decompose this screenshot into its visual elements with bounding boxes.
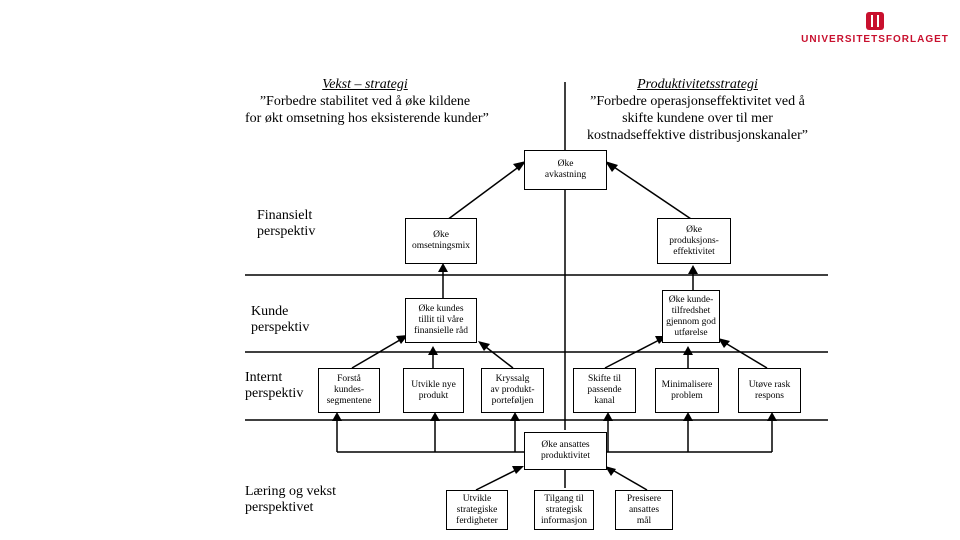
box-customer-satisfaction: Øke kunde- tilfredshet gjennom god utfør… — [662, 290, 720, 343]
arrow-goals-empprod — [608, 467, 648, 491]
box-text: informasjon — [541, 515, 587, 526]
box-employee-productivity: Øke ansattes produktivitet — [524, 432, 607, 470]
universitetsforlaget-logo-icon — [866, 12, 884, 30]
box-text: effektivitet — [673, 246, 715, 257]
publisher-logo: UNIVERSITETSFORLAGET — [800, 12, 950, 45]
internal-perspective-line1: Internt — [245, 370, 283, 385]
box-text: Øke ansattes — [541, 440, 590, 450]
productivity-strategy-line1: ”Forbedre operasjonseffektivitet ved å — [590, 94, 805, 109]
productivity-strategy-title: Produktivitetsstrategi — [637, 77, 758, 92]
box-text: ansattes — [628, 504, 660, 515]
learning-perspective-line1: Læring og vekst — [245, 484, 336, 499]
internal-perspective-line2: perspektiv — [245, 386, 304, 401]
box-text: Utøve rask — [748, 379, 791, 390]
box-text: kundes- — [333, 385, 365, 395]
growth-strategy-line2: for økt omsetning hos eksisterende kunde… — [245, 111, 489, 126]
box-minimize-problem: Minimalisere problem — [655, 368, 719, 413]
box-employee-goals: Presisere ansattes mål — [615, 490, 673, 530]
box-production-efficiency: Øke produksjons- effektivitet — [657, 218, 731, 264]
box-strategic-skills: Utvikle strategiske ferdigheter — [446, 490, 508, 530]
box-text: kanal — [594, 396, 615, 406]
brand-name: UNIVERSITETSFORLAGET — [801, 34, 949, 45]
box-customer-trust: Øke kundes tillit til våre finansielle r… — [405, 298, 477, 343]
customer-perspective-line1: Kunde — [251, 304, 289, 319]
productivity-strategy-line3: kostnadseffektive distribusjonskanaler” — [587, 128, 808, 143]
box-new-product: Utvikle nye produkt — [403, 368, 464, 413]
box-text: strategiske — [456, 504, 498, 515]
box-text: produkt — [418, 390, 449, 401]
learning-perspective-line2: perspektivet — [245, 500, 314, 515]
box-text: Øke — [433, 230, 449, 240]
financial-perspective-line1: Finansielt — [257, 208, 313, 223]
box-revenue-mix: Øke omsetningsmix — [405, 218, 477, 264]
growth-strategy: Vekst – strategi ”Forbedre stabilitet ve… — [245, 76, 489, 127]
box-cross-selling: Kryssalg av produkt- porteføljen — [481, 368, 544, 413]
box-text: Øke — [686, 224, 702, 235]
arrow-response-satisfaction — [721, 340, 768, 369]
box-text: Forstå — [337, 374, 361, 384]
box-understand-segments: Forstå kundes- segmentene — [318, 368, 380, 413]
internal-perspective-label: Internt perspektiv — [245, 370, 303, 402]
box-text: av produkt- — [490, 385, 535, 395]
arrow-channel-satisfaction — [604, 337, 664, 369]
box-text: gjennom god — [666, 316, 716, 327]
box-strategic-information: Tilgang til strategisk informasjon — [534, 490, 594, 530]
box-text: produksjons- — [669, 235, 719, 246]
box-text: Utvikle — [462, 493, 492, 504]
arrow-eff-roi — [607, 162, 698, 224]
productivity-strategy-line2: skifte kundene over til mer — [622, 111, 773, 126]
box-text: produktivitet — [540, 451, 591, 461]
box-text: segmentene — [326, 396, 372, 406]
box-text: Tilgang til — [544, 493, 584, 504]
box-text: utførelse — [674, 327, 708, 338]
growth-strategy-title: Vekst – strategi — [322, 77, 408, 92]
box-text: Presisere — [626, 493, 662, 504]
financial-perspective-line2: perspektiv — [257, 224, 316, 239]
box-text: omsetningsmix — [411, 241, 471, 251]
box-text: mål — [636, 515, 652, 526]
customer-perspective-label: Kunde perspektiv — [251, 304, 309, 336]
arrow-mix-roi — [442, 162, 525, 224]
financial-perspective-label: Finansielt perspektiv — [257, 208, 315, 240]
box-text: porteføljen — [491, 396, 534, 406]
box-text: strategisk — [545, 504, 583, 515]
box-text: Minimalisere — [661, 379, 713, 390]
box-text: Utvikle nye — [411, 379, 456, 390]
learning-perspective-label: Læring og vekst perspektivet — [245, 484, 336, 516]
box-text: ferdigheter — [456, 515, 498, 526]
box-text: passende — [587, 385, 622, 395]
box-text: avkastning — [544, 170, 587, 180]
box-text: problem — [671, 390, 703, 401]
customer-perspective-line2: perspektiv — [251, 320, 310, 335]
arrow-skills-empprod — [475, 467, 521, 491]
box-increase-return: Øke avkastning — [524, 150, 607, 190]
box-text: respons — [754, 390, 785, 401]
arrow-crosssell-trust — [481, 343, 514, 369]
box-text: tilfredshet — [671, 305, 711, 316]
arrow-segments-trust — [351, 336, 406, 369]
box-rapid-response: Utøve rask respons — [738, 368, 801, 413]
box-text: Øke — [557, 159, 574, 169]
growth-strategy-line1: ”Forbedre stabilitet ved å øke kildene — [259, 94, 471, 109]
box-text: Øke kunde- — [668, 294, 714, 305]
box-text: Kryssalg — [495, 374, 530, 384]
box-text: Øke kundes — [418, 304, 464, 314]
box-text: tillit til våre — [418, 315, 464, 325]
productivity-strategy: Produktivitetsstrategi ”Forbedre operasj… — [575, 76, 820, 144]
box-switch-channel: Skifte til passende kanal — [573, 368, 636, 413]
box-text: finansielle råd — [413, 326, 469, 336]
box-text: Skifte til — [588, 374, 621, 384]
